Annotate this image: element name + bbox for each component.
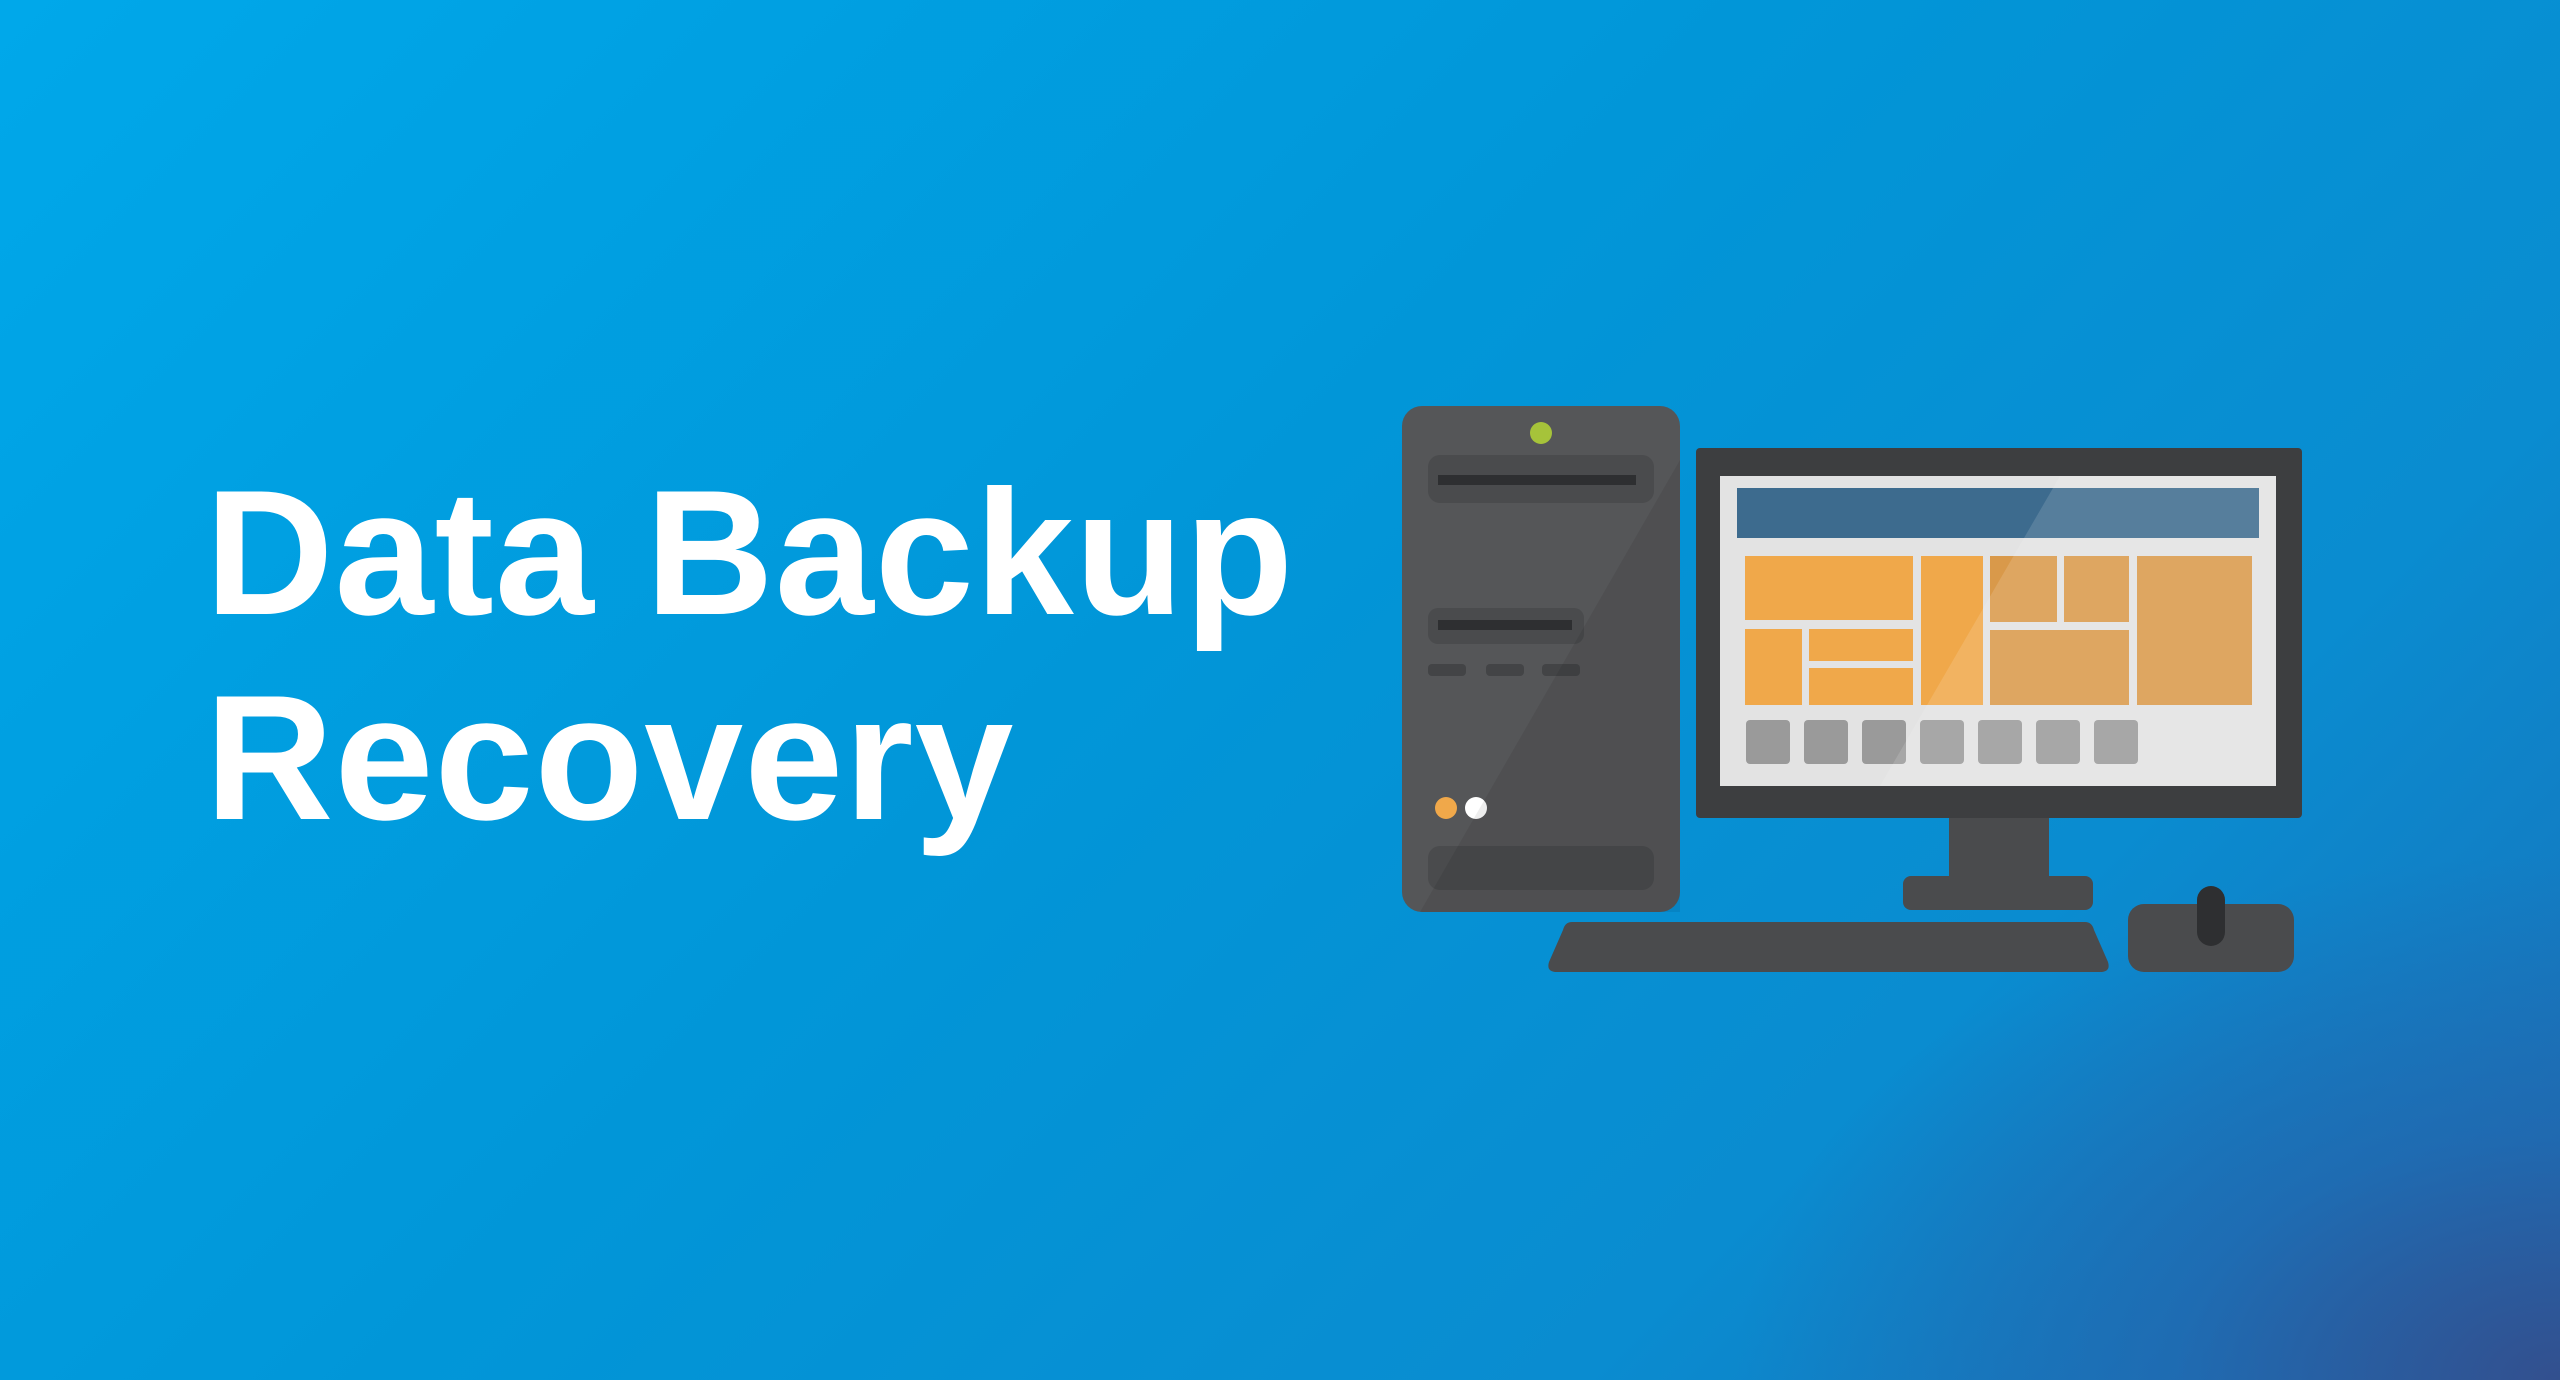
headline-line-1: Data Backup <box>205 453 1295 652</box>
monitor-icon <box>1696 448 2302 910</box>
screen-header-bar <box>1737 488 2259 538</box>
power-led <box>1530 422 1552 444</box>
drive-bay <box>1428 846 1654 890</box>
headline-line-2: Recovery <box>205 658 1015 857</box>
status-led-white <box>1465 797 1487 819</box>
screen-taskbar <box>1746 720 2138 764</box>
keyboard-icon <box>1548 922 2109 972</box>
screen-tiles <box>1745 556 2252 705</box>
desktop-tower-icon <box>1402 406 1680 912</box>
mouse-icon <box>2128 886 2294 972</box>
status-led-orange <box>1435 797 1457 819</box>
headline: Data Backup Recovery <box>205 450 1294 860</box>
